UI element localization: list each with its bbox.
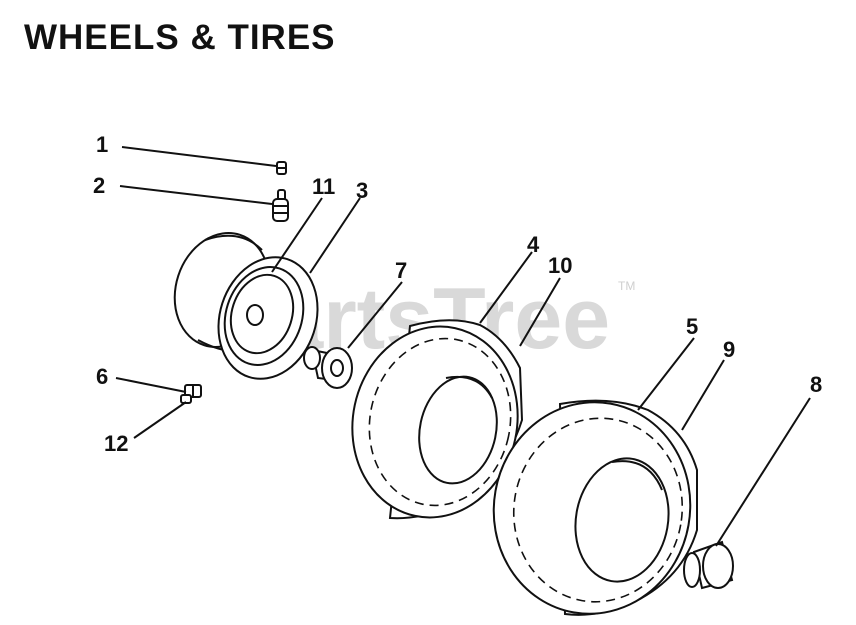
- watermark-trademark: TM: [618, 279, 635, 293]
- callout-7: 7: [395, 258, 407, 283]
- callout-10: 10: [548, 253, 572, 278]
- callout-5: 5: [686, 314, 698, 339]
- part-5-tire: [492, 399, 698, 616]
- part-6-12-grease-fitting: [180, 384, 202, 404]
- callout-12: 12: [104, 431, 128, 456]
- callout-11: 11: [312, 174, 335, 199]
- leader-lines: [115, 146, 811, 547]
- part-rim: [173, 232, 319, 380]
- callout-9: 9: [723, 337, 735, 362]
- part-8-hub-cap: [683, 540, 734, 590]
- callout-6: 6: [96, 364, 108, 389]
- part-1-nut: [276, 161, 287, 175]
- part-7-bushing: [303, 346, 353, 389]
- callout-4: 4: [527, 232, 540, 257]
- callout-2: 2: [93, 173, 105, 198]
- diagram-title: WHEELS & TIRES: [24, 18, 336, 57]
- part-4-tire: [351, 319, 524, 520]
- part-2-valve-stem: [272, 189, 289, 222]
- callout-1: 1: [96, 132, 108, 157]
- callout-8: 8: [810, 372, 822, 397]
- callout-3: 3: [356, 178, 368, 203]
